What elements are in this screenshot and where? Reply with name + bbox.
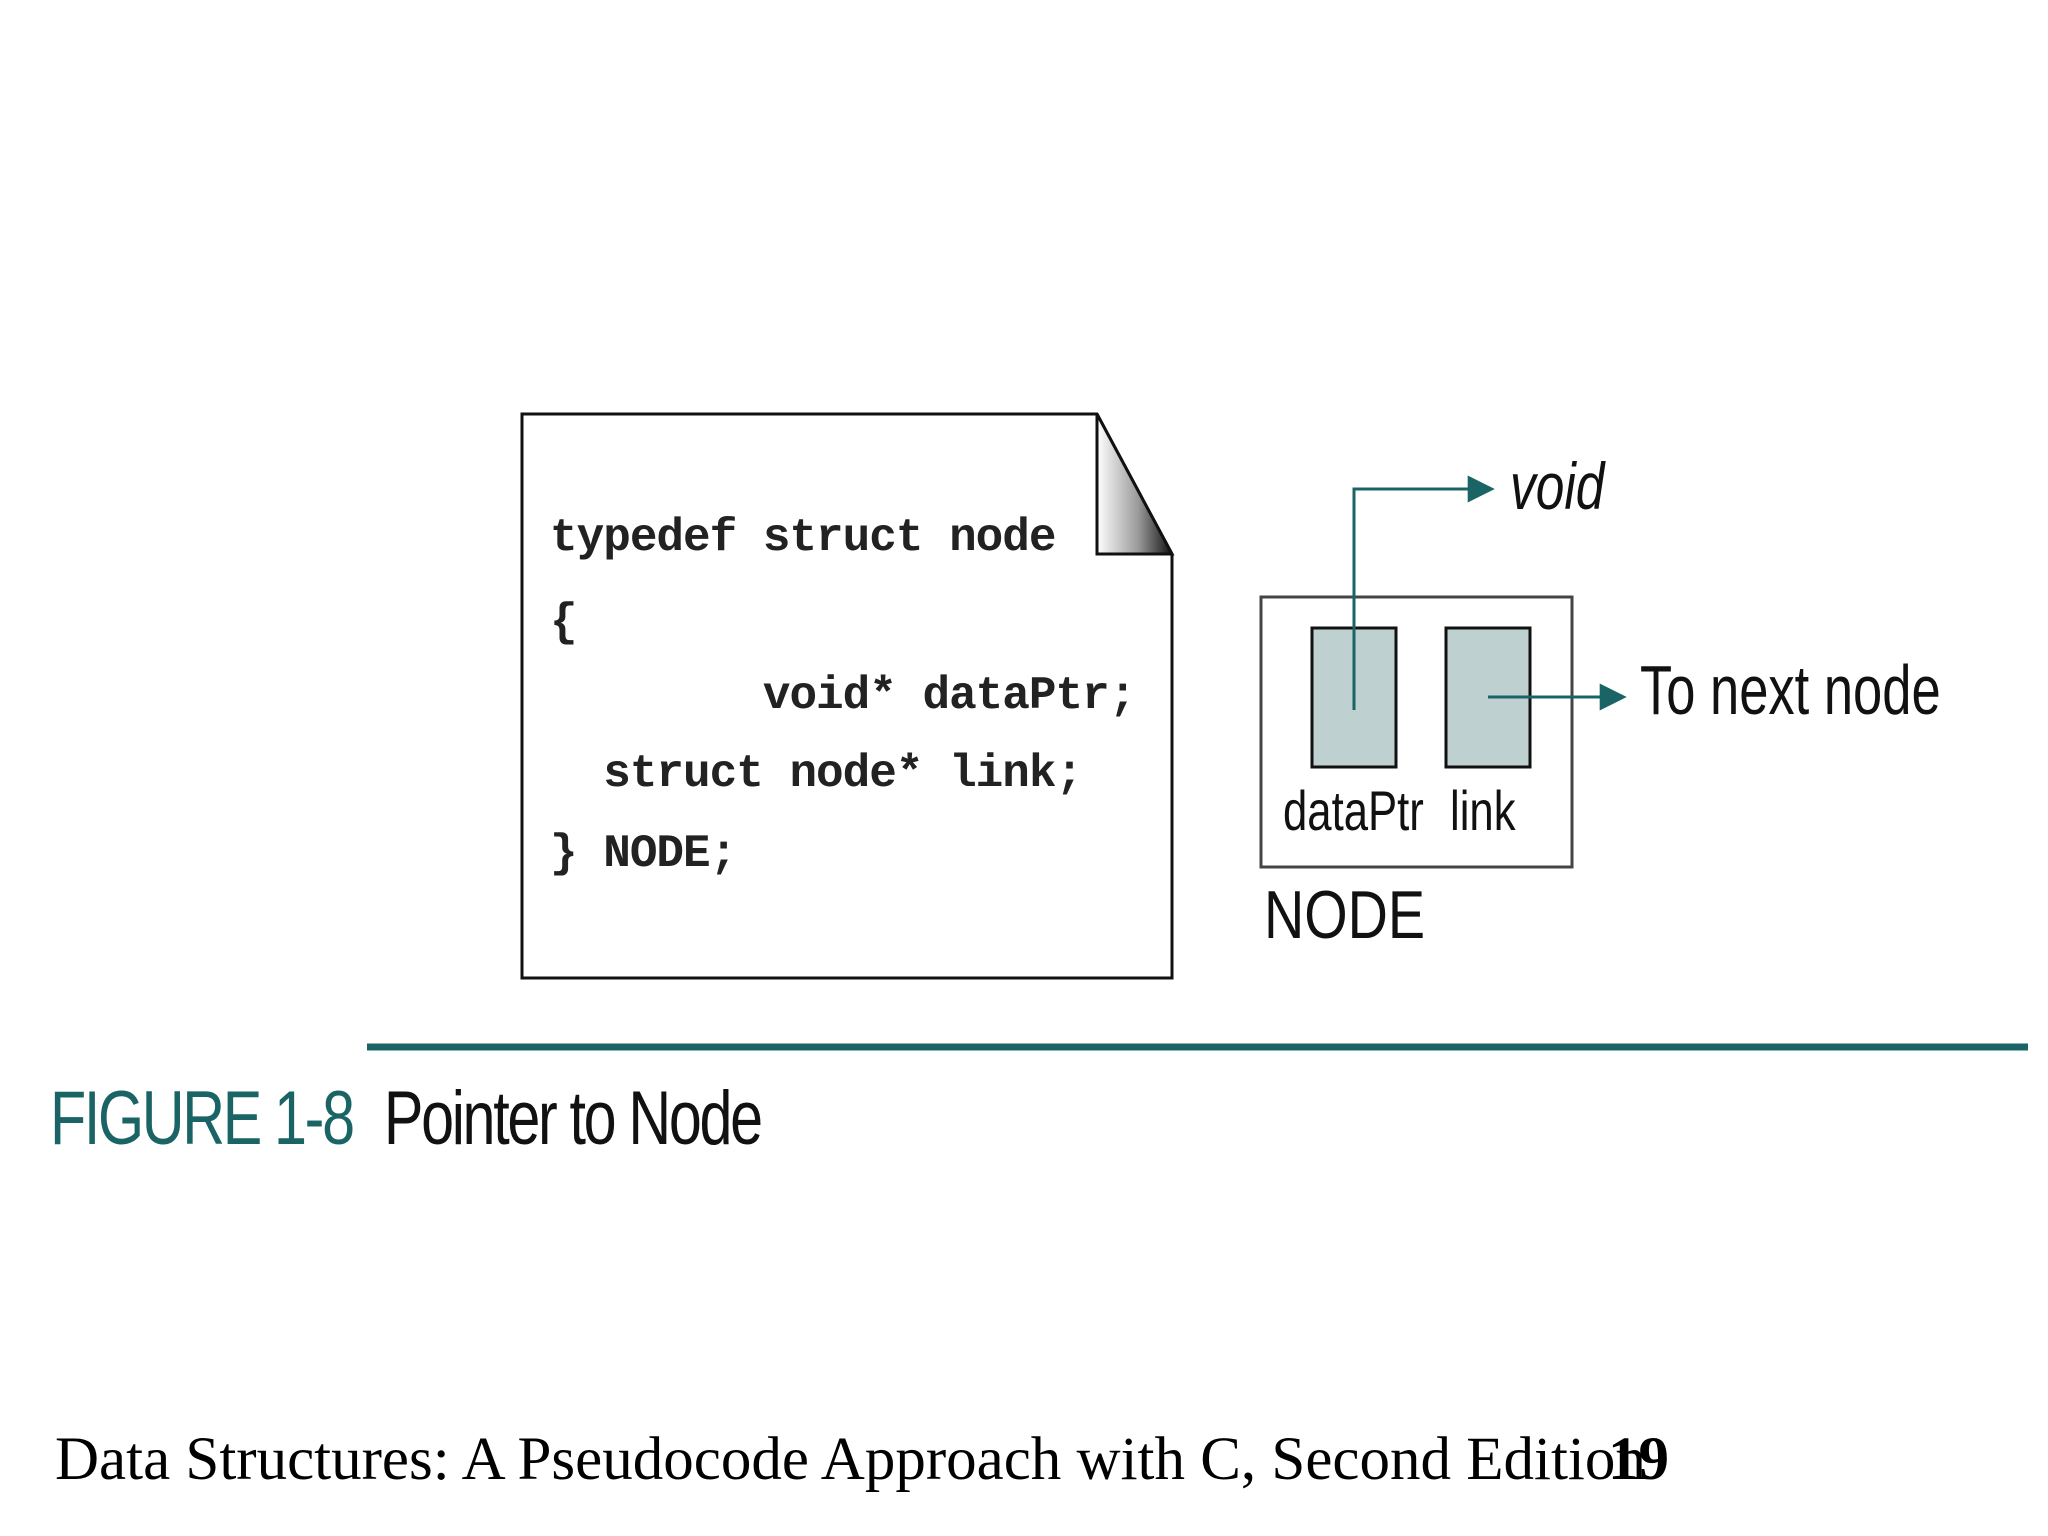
code-line: typedef struct node xyxy=(550,512,1056,564)
dataptr-arrow xyxy=(1352,475,1495,710)
footer-book-title: Data Structures: A Pseudocode Approach w… xyxy=(55,1426,1646,1493)
dataptr-field-label: dataPtr xyxy=(1283,779,1424,842)
code-line: { xyxy=(550,597,578,649)
code-document-shape xyxy=(520,412,1174,980)
code-line: } NODE; xyxy=(550,828,737,880)
code-line: void* dataPtr; xyxy=(550,670,1136,722)
void-target-label: void xyxy=(1510,449,1605,523)
code-document-fold xyxy=(1095,413,1175,556)
figure-number: FIGURE 1-8 xyxy=(50,1076,355,1161)
next-node-label: To next node xyxy=(1640,651,1941,729)
figure-title: Pointer to Node xyxy=(383,1076,763,1161)
node-struct-label: NODE xyxy=(1264,877,1426,953)
link-field-label: link xyxy=(1450,779,1516,842)
dataptr-cell xyxy=(1310,626,1398,769)
code-line: struct node* link; xyxy=(550,748,1083,800)
page-number: 19 xyxy=(1608,1426,1669,1493)
figure-caption: FIGURE 1-8 Pointer to Node xyxy=(50,1075,763,1162)
